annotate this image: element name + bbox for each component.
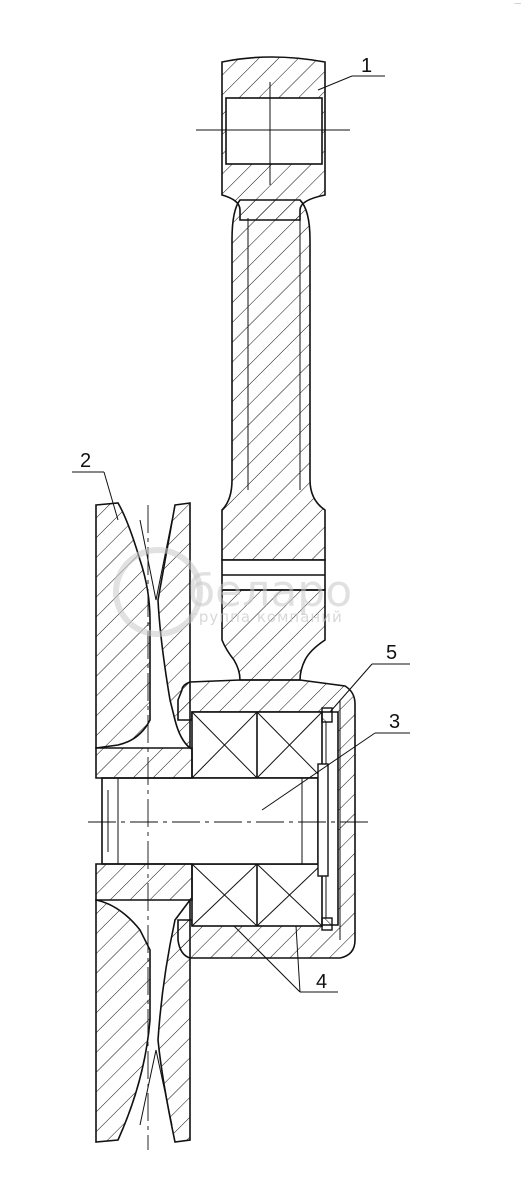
callout-leaders xyxy=(72,75,410,993)
watermark-tagline: группа компаний xyxy=(190,608,343,626)
pulley-part-2 xyxy=(95,502,193,1150)
callout-1: 1 xyxy=(361,55,372,77)
shaft-part-3 xyxy=(101,763,329,877)
corner-mark: ·— xyxy=(513,1,521,7)
callout-2: 2 xyxy=(80,450,91,472)
callout-4: 4 xyxy=(316,971,327,993)
watermark-logo: беларо группа компаний xyxy=(113,547,352,637)
lever-part-1 xyxy=(177,56,356,959)
callout-5: 5 xyxy=(386,642,397,664)
callout-3: 3 xyxy=(389,711,400,733)
watermark-brand: беларо xyxy=(188,566,352,617)
